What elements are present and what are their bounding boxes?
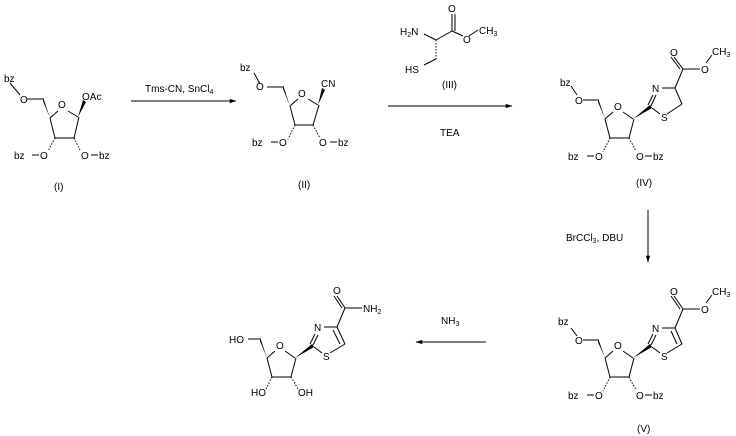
amine-group: H2N xyxy=(400,27,418,39)
atom-N: N xyxy=(652,84,659,95)
atom-O: O xyxy=(279,138,287,149)
reagent-step1: Tms-CN, SnCl4 xyxy=(145,84,213,96)
compound-label-III: (III) xyxy=(442,80,457,91)
compound-II xyxy=(253,72,337,143)
label-bz: bz xyxy=(560,78,571,89)
atom-O: O xyxy=(575,336,583,347)
label-bz: bz xyxy=(240,63,251,74)
atom-O: O xyxy=(40,151,48,162)
reagent-step3: BrCCl3, DBU xyxy=(566,233,623,245)
methyl-group: CH3 xyxy=(479,26,497,38)
atom-O: O xyxy=(319,138,327,149)
label-bz: bz xyxy=(14,151,25,162)
atom-N: N xyxy=(314,323,321,334)
atom-O: O xyxy=(595,152,603,163)
hydroxyl-OH: OH xyxy=(298,388,313,399)
atom-O: O xyxy=(575,96,583,107)
compound-label-IV: (IV) xyxy=(636,178,652,189)
label-OAc: OAc xyxy=(82,92,101,103)
atom-S: S xyxy=(661,352,668,363)
label-bz: bz xyxy=(99,151,110,162)
atom-O: O xyxy=(595,391,603,402)
compound-I-labels: bz O O OAc bz O O bz (I) xyxy=(4,74,110,193)
ester-O: O xyxy=(463,35,471,46)
compound-label-I: (I) xyxy=(54,182,63,193)
ester-O: O xyxy=(701,65,709,76)
compound-V-labels: bz O O N S O O CH3 bz O O bz (V) xyxy=(558,287,730,435)
compound-VI-labels: HO O N S O NH2 HO OH xyxy=(229,286,381,399)
atom-O: O xyxy=(636,152,644,163)
label-bz: bz xyxy=(558,317,569,328)
label-bz: bz xyxy=(252,138,263,149)
compound-IV xyxy=(570,54,713,157)
compound-V xyxy=(570,294,713,396)
label-bz: bz xyxy=(568,152,579,163)
label-bz: bz xyxy=(653,391,664,402)
compound-IV-labels: bz O O N S O O CH3 bz O O bz (IV) xyxy=(560,47,730,189)
label-bz: bz xyxy=(338,138,349,149)
methyl-group: CH3 xyxy=(712,287,730,299)
ring-O: O xyxy=(614,341,622,352)
ring-O: O xyxy=(276,341,284,352)
label-bz: bz xyxy=(568,391,579,402)
compound-III-labels: H2N O O CH3 HS (III) xyxy=(400,4,497,91)
compound-VI xyxy=(248,295,362,390)
label-CN: CN xyxy=(321,79,335,90)
label-bz: bz xyxy=(4,74,15,85)
reagent-step4: NH3 xyxy=(441,316,459,328)
atom-O: O xyxy=(636,391,644,402)
atom-O: O xyxy=(256,82,264,93)
label-bz: bz xyxy=(653,152,664,163)
ring-O: O xyxy=(614,102,622,113)
atom-O: O xyxy=(81,151,89,162)
compound-label-II: (II) xyxy=(298,180,310,191)
carbonyl-O: O xyxy=(448,4,456,15)
compound-III xyxy=(423,14,479,66)
methyl-group: CH3 xyxy=(712,47,730,59)
compound-I xyxy=(9,82,98,156)
amide-group: NH2 xyxy=(363,304,381,316)
thiol-group: HS xyxy=(405,65,419,76)
ring-O: O xyxy=(298,89,306,100)
compound-II-labels: bz O O CN bz O O bz (II) xyxy=(240,63,349,191)
carbonyl-O: O xyxy=(670,287,678,298)
hydroxyl-HO: HO xyxy=(229,335,244,346)
compound-label-V: (V) xyxy=(637,424,650,435)
hydroxyl-HO: HO xyxy=(251,388,266,399)
atom-S: S xyxy=(661,113,668,124)
atom-O: O xyxy=(20,95,28,106)
ester-O: O xyxy=(701,305,709,316)
carbonyl-O: O xyxy=(333,286,341,297)
ring-O: O xyxy=(58,100,66,111)
atom-S: S xyxy=(323,352,330,363)
reagent-step2: TEA xyxy=(440,128,460,139)
carbonyl-O: O xyxy=(670,48,678,59)
atom-N: N xyxy=(652,324,659,335)
